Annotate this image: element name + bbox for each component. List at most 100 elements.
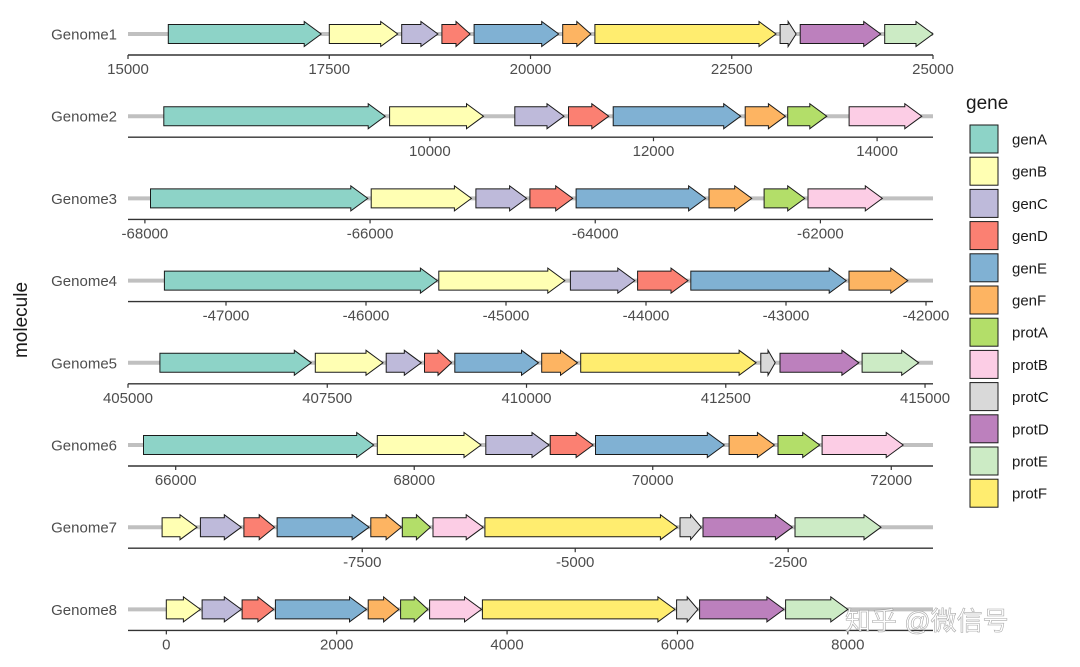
gene-arrow-protE	[785, 595, 849, 623]
gene-arrow-genC	[401, 20, 439, 48]
x-tick-label: -42000	[903, 308, 950, 325]
gene-arrow-genC	[514, 102, 565, 130]
gene-arrow-protC	[760, 348, 776, 378]
x-tick-label: 410000	[501, 390, 551, 407]
legend-title: gene	[966, 93, 1008, 114]
gene-arrow-protF	[594, 20, 777, 48]
x-tick-label: 412500	[701, 390, 751, 407]
x-tick-label: 25000	[912, 61, 954, 78]
gene-arrow-genC	[485, 431, 550, 459]
gene-arrow-genA	[163, 267, 439, 295]
legend-label: genC	[1012, 196, 1048, 213]
molecule-panel: Genome3-68000-66000-64000-62000	[51, 184, 933, 242]
x-tick-label: -46000	[343, 308, 390, 325]
gene-arrow-genB	[161, 513, 198, 541]
x-tick-label: -44000	[623, 308, 670, 325]
x-tick-label: 70000	[632, 472, 674, 489]
gene-arrow-genB	[370, 184, 473, 212]
gene-arrow-genD	[568, 102, 610, 130]
gene-arrow-genE	[274, 595, 368, 623]
x-tick-label: -62000	[797, 225, 844, 242]
x-tick-label: 4000	[490, 636, 523, 653]
gene-arrow-genF	[370, 513, 403, 541]
gene-arrow-protB	[821, 431, 905, 459]
gene-arrow-genC	[475, 184, 528, 212]
legend-swatch-genD	[969, 221, 999, 251]
gene-arrow-protE	[794, 513, 882, 541]
molecule-panel: Genome4-47000-46000-45000-44000-43000-42…	[51, 267, 950, 325]
gene-arrow-genF	[541, 349, 579, 377]
molecule-panel: Genome7-7500-5000-2500	[51, 513, 933, 571]
x-tick-label: 415000	[900, 390, 950, 407]
legend-label: genB	[1012, 164, 1047, 181]
gene-arrow-protD	[779, 349, 860, 377]
gene-arrow-genD	[241, 595, 275, 623]
legend-label: protA	[1012, 325, 1048, 342]
gene-arrow-genD	[424, 349, 453, 377]
gene-arrow-genB	[328, 20, 399, 48]
gene-arrow-protC	[679, 513, 702, 542]
gene-arrow-protE	[884, 20, 934, 48]
gene-arrow-genC	[569, 267, 636, 295]
gene-arrow-genF	[744, 102, 787, 130]
gene-arrow-genA	[143, 431, 375, 459]
gene-arrow-protF	[484, 513, 679, 541]
x-tick-label: 17500	[308, 61, 350, 78]
legend-swatch-genB	[969, 156, 999, 186]
gene-arrow-genF	[367, 595, 400, 623]
gene-arrow-genE	[690, 267, 848, 295]
x-tick-label: 72000	[870, 472, 912, 489]
legend-swatch-genA	[969, 124, 999, 154]
x-tick-label: -43000	[763, 308, 810, 325]
legend-swatch-protD	[969, 414, 999, 444]
gene-arrow-genC	[201, 595, 243, 623]
gene-arrow-protD	[702, 513, 794, 541]
legend-swatch-protC	[969, 382, 999, 412]
legend: gene genAgenBgenCgenDgenEgenFprotAprotBp…	[966, 93, 1049, 508]
legend-swatch-genF	[969, 285, 999, 315]
gene-arrow-genD	[441, 20, 471, 48]
x-tick-label: -47000	[203, 308, 250, 325]
gene-arrow-genB	[389, 102, 485, 130]
legend-label: protD	[1012, 421, 1049, 438]
legend-label: genD	[1012, 228, 1048, 245]
x-tick-label: 0	[162, 636, 170, 653]
gene-arrow-protF	[481, 595, 676, 623]
gene-arrow-genC	[199, 513, 243, 541]
x-tick-label: 15000	[107, 61, 149, 78]
gene-arrow-genA	[167, 20, 323, 48]
gene-arrow-genF	[728, 431, 776, 459]
gene-arrow-genC	[385, 349, 423, 377]
x-tick-label: 22500	[711, 61, 753, 78]
gene-arrow-genD	[637, 267, 689, 295]
x-tick-label: 407500	[302, 390, 352, 407]
gene-arrow-genD	[529, 184, 574, 212]
x-tick-label: -68000	[122, 225, 169, 242]
legend-label: genF	[1012, 293, 1046, 310]
gene-arrow-genA	[150, 184, 369, 212]
molecule-label: Genome2	[51, 109, 117, 126]
gene-arrow-protA	[777, 431, 821, 459]
x-tick-label: 2000	[320, 636, 353, 653]
x-tick-label: 405000	[103, 390, 153, 407]
molecule-label: Genome5	[51, 355, 117, 372]
gene-arrow-genD	[549, 431, 594, 459]
legend-label: protF	[1012, 486, 1047, 503]
gene-arrow-genE	[454, 349, 540, 377]
legend-label: genE	[1012, 260, 1047, 277]
molecule-label: Genome1	[51, 27, 117, 44]
legend-swatch-protA	[969, 317, 999, 347]
x-tick-label: -45000	[483, 308, 530, 325]
x-tick-label: 68000	[393, 472, 435, 489]
legend-items: genAgenBgenCgenDgenEgenFprotAprotBprotCp…	[969, 124, 1049, 508]
legend-label: protE	[1012, 454, 1048, 471]
molecule-label: Genome8	[51, 602, 117, 619]
legend-label: genA	[1012, 132, 1047, 149]
gene-arrow-genB	[376, 431, 482, 459]
legend-swatch-protB	[969, 349, 999, 379]
x-tick-label: -7500	[343, 554, 381, 571]
